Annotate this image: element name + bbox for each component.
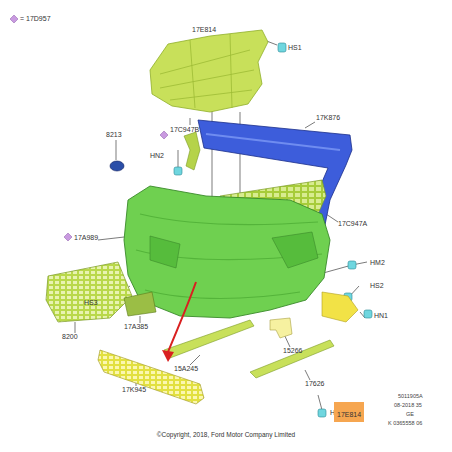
part-number: 17A385 <box>124 323 148 331</box>
part-number: 17626 <box>305 380 324 388</box>
part-number: 17C947A <box>338 220 367 228</box>
part-number: 17A989 <box>74 234 98 242</box>
part-number: 17E814 <box>337 411 361 418</box>
part-number: HS2 <box>370 282 384 290</box>
part-number: 8213 <box>106 131 122 139</box>
drawing-code: 08-2018 35 <box>394 402 422 409</box>
part-number: 17K876 <box>316 114 340 122</box>
part-number: HM2 <box>370 259 385 267</box>
part-number: 15A245 <box>174 365 198 373</box>
part-number: 15266 <box>283 347 302 355</box>
part-number: HS1 <box>288 44 302 52</box>
part-number: HN1 <box>374 312 388 320</box>
part-number: 8200 <box>62 333 78 341</box>
part-number: HN2 <box>150 152 164 160</box>
part-number: = 17D957 <box>20 15 51 23</box>
part-number: 17K945 <box>122 386 146 394</box>
highlight-box: 17E814 <box>334 402 364 422</box>
part-number: HS3 <box>84 299 98 307</box>
copyright-caption: ©Copyright, 2018, Ford Motor Company Lim… <box>157 431 295 439</box>
part-number: 17E814 <box>192 26 216 34</box>
drawing-code: 5011905A <box>398 393 423 400</box>
drawing-code: GE <box>406 411 414 418</box>
drawing-code: K 0365558 06 <box>388 420 422 427</box>
part-number: 17C947B <box>170 126 199 134</box>
